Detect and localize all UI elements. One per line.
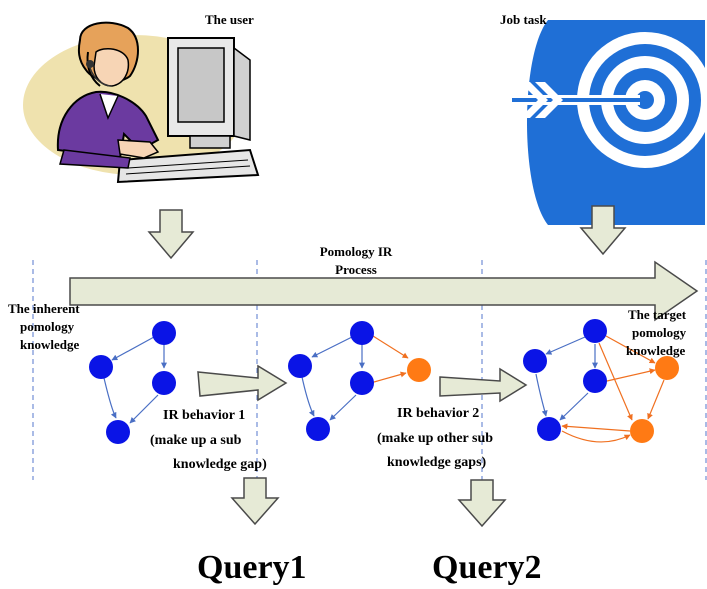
user-icon xyxy=(23,21,260,184)
user-title: The user xyxy=(205,12,254,27)
behavior1-line1: IR behavior 1 xyxy=(163,408,245,423)
behavior2-line1: IR behavior 2 xyxy=(397,406,479,421)
behavior1-arrow xyxy=(197,364,288,402)
graph3-new-node xyxy=(655,356,679,380)
target-icon xyxy=(512,20,707,225)
query2-label: Query2 xyxy=(432,549,542,586)
graph2-node xyxy=(350,321,374,345)
down-arrows xyxy=(147,205,627,528)
graph2-new-node xyxy=(407,358,431,382)
target-label-line3: knowledge xyxy=(626,343,685,358)
graph3-node xyxy=(537,417,561,441)
behavior2-arrow xyxy=(439,367,528,403)
inherent-knowledge-graph xyxy=(89,321,176,444)
down-arrow-query1 xyxy=(230,477,280,526)
graph2-node xyxy=(288,354,312,378)
inherent-label-line2: pomology xyxy=(20,319,75,334)
down-arrow-query2 xyxy=(457,479,507,528)
graph2-node xyxy=(350,371,374,395)
down-arrow-job xyxy=(579,205,627,256)
behavior1-line2: (make up a sub xyxy=(150,433,242,448)
target-label-line2: pomology xyxy=(632,325,687,340)
graph3-node xyxy=(523,349,547,373)
intermediate-knowledge-graph xyxy=(288,321,431,441)
graph3-new-node xyxy=(630,419,654,443)
graph3-node xyxy=(583,319,607,343)
inherent-label-line1: The inherent xyxy=(8,301,80,316)
job-title: Job task xyxy=(500,12,547,27)
graph3-node xyxy=(583,369,607,393)
behavior2-line3: knowledge gaps) xyxy=(387,455,487,470)
graph2-node xyxy=(306,417,330,441)
process-arrow xyxy=(69,260,699,322)
behavior2-line2: (make up other sub xyxy=(377,431,493,446)
graph1-node xyxy=(106,420,130,444)
target-knowledge-graph xyxy=(523,319,679,443)
graph1-node xyxy=(152,371,176,395)
down-arrow-user xyxy=(147,209,195,260)
behavior1-line3: knowledge gap) xyxy=(173,457,267,472)
process-title-line1: Pomology IR xyxy=(320,244,393,259)
process-title-line2: Process xyxy=(335,262,377,277)
inherent-label-line3: knowledge xyxy=(20,337,79,352)
graph1-node xyxy=(152,321,176,345)
graph1-node xyxy=(89,355,113,379)
target-label-line1: The target xyxy=(628,307,687,322)
query1-label: Query1 xyxy=(197,549,307,586)
